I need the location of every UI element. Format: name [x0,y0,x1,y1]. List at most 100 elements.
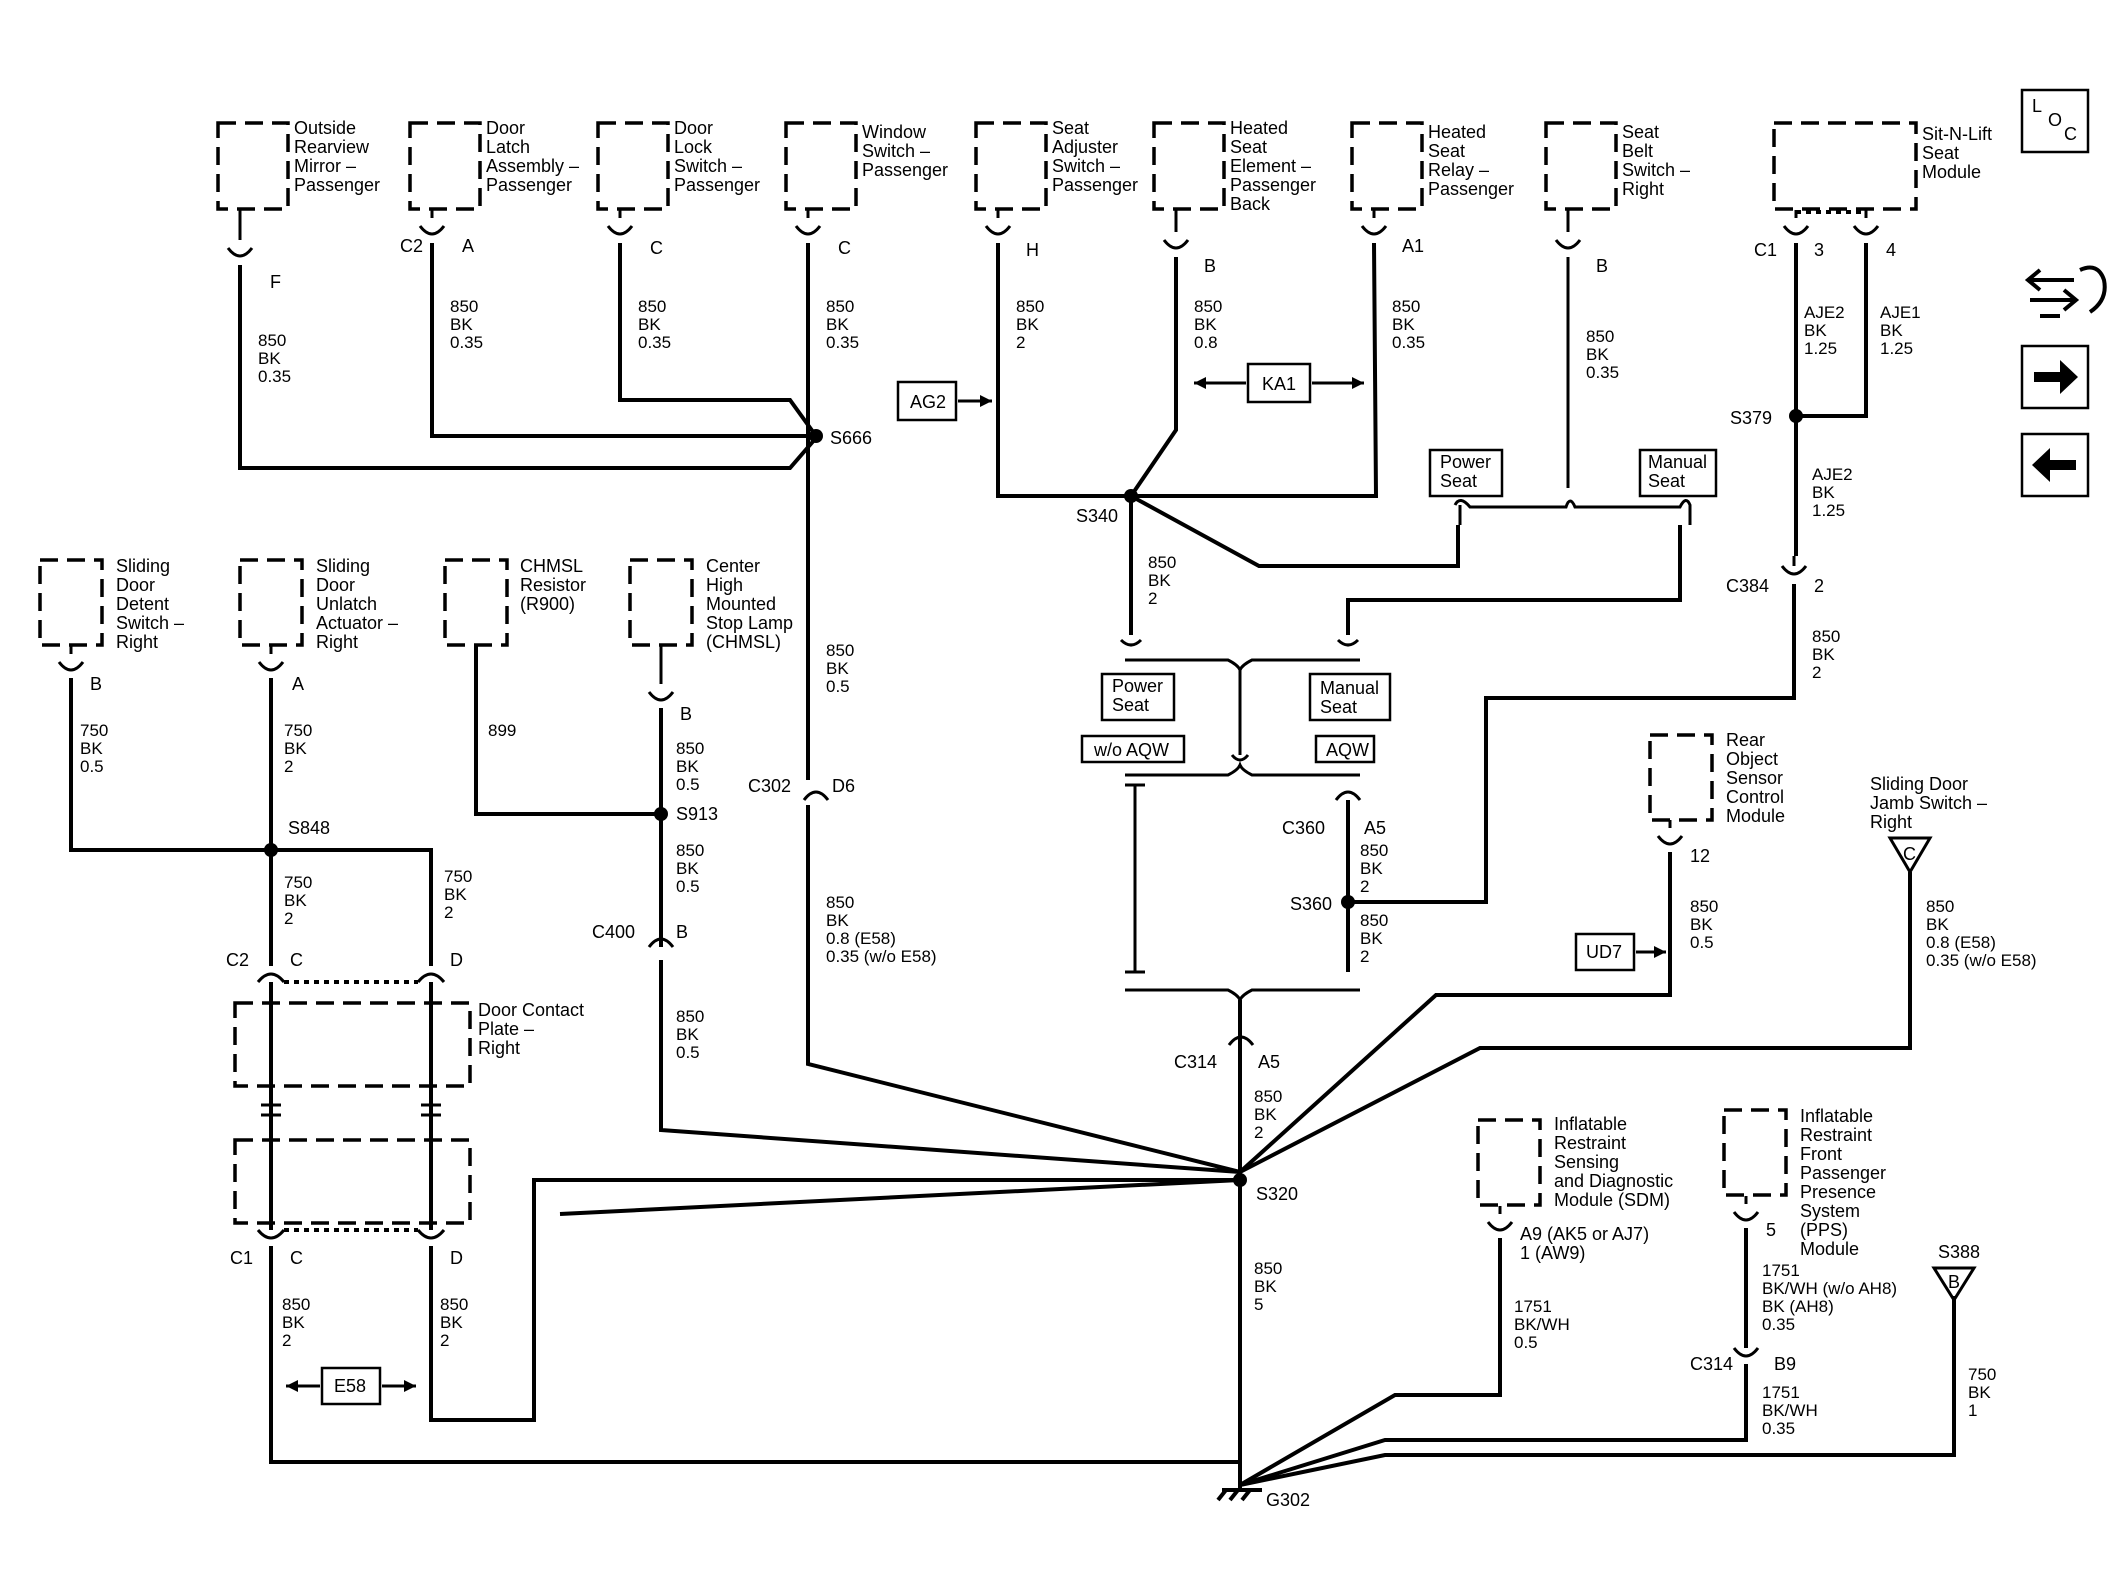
mirror-component [216,121,290,211]
ka1-box [1246,362,1312,404]
ka1-label: KA1 [1262,374,1296,394]
s379-dot [1789,409,1803,423]
s848-label: S848 [288,818,330,838]
s360-label: S360 [1290,894,1332,914]
c302-label: C302 [748,776,791,796]
s340-power-seat-wire [1130,494,1460,568]
heat-elem-pin: B [1204,256,1216,276]
lock-pin: C [650,238,663,258]
heat-relay-pin: A1 [1402,236,1424,256]
window-component [784,121,858,211]
unlatch-component [238,558,304,647]
unlatch-connector [257,646,285,672]
loc-letter-o: O [2048,110,2062,130]
seat-link-vertical [1230,670,1250,762]
mirror-wire [238,265,818,470]
lock-wire [618,243,818,438]
heat-elem-wire [1129,257,1178,498]
g302-label: G302 [1266,1490,1310,1510]
pps-connector [1732,1196,1760,1222]
s379-label: S379 [1730,408,1772,428]
latch-connector [418,210,446,236]
aqw-label: AQW [1326,740,1369,760]
heated-relay-component [1350,121,1424,211]
seat-adj-heat-relay-wire [996,242,1379,498]
ud7-arrowhead [1654,946,1666,958]
contact-plate-lower [233,1138,472,1225]
nav-icons: L O C [2020,88,2107,498]
heat-elem-connector [1162,210,1190,250]
chmsl-component [628,558,694,647]
component-boxes [38,121,1918,1225]
prev-page-button[interactable] [2020,432,2090,498]
next-page-button[interactable] [2020,344,2090,410]
sitlift-conn: C1 [1754,240,1777,260]
power-seat-top-box [1428,448,1504,498]
loc-icon[interactable] [2020,88,2090,154]
rear-object-component [1648,733,1714,822]
lock-connector [606,210,634,236]
chmsl-pin: B [680,704,692,724]
ag2-label: AG2 [910,392,946,412]
right-arrow-icon [2034,360,2078,394]
c2-d-pin: D [450,950,463,970]
loc-button[interactable]: L O C [2020,88,2090,154]
jamb-triangle [1887,836,1933,875]
rear-obj-pin: 12 [1690,846,1710,866]
contact-plate-upper [233,1001,472,1088]
latch-pin: A [462,236,474,256]
contact-wires [269,982,433,1230]
c1-d-wire [429,1178,1240,1422]
ud7-label: UD7 [1586,942,1622,962]
s320-dot [1233,1173,1247,1187]
loc-letter-l: L [2032,96,2042,116]
chmsl-res-wire-label: 899 [488,721,516,740]
connector-view-button[interactable] [2024,265,2107,318]
s388-wire [1239,1296,1956,1487]
connector-view-icon[interactable] [2024,265,2107,318]
c314-pin: A5 [1258,1052,1280,1072]
seat-adj-connector [984,210,1012,236]
chmsl-connector [647,646,675,702]
s320-label: S320 [1256,1184,1298,1204]
c302-connector [802,790,830,801]
c400-pin: B [676,922,688,942]
e58-label: E58 [334,1376,366,1396]
sitlift-pin-3: 3 [1814,240,1824,260]
c1-d-pin: D [450,1248,463,1268]
sit-n-lift-component [1772,121,1918,211]
manual-seat-top-box [1638,448,1718,498]
c1-c-connector [256,1229,286,1240]
c314b-connector [1732,1347,1760,1358]
latch-conn: C2 [400,236,423,256]
window-pin: C [838,238,851,258]
s340-label: S340 [1076,506,1118,526]
